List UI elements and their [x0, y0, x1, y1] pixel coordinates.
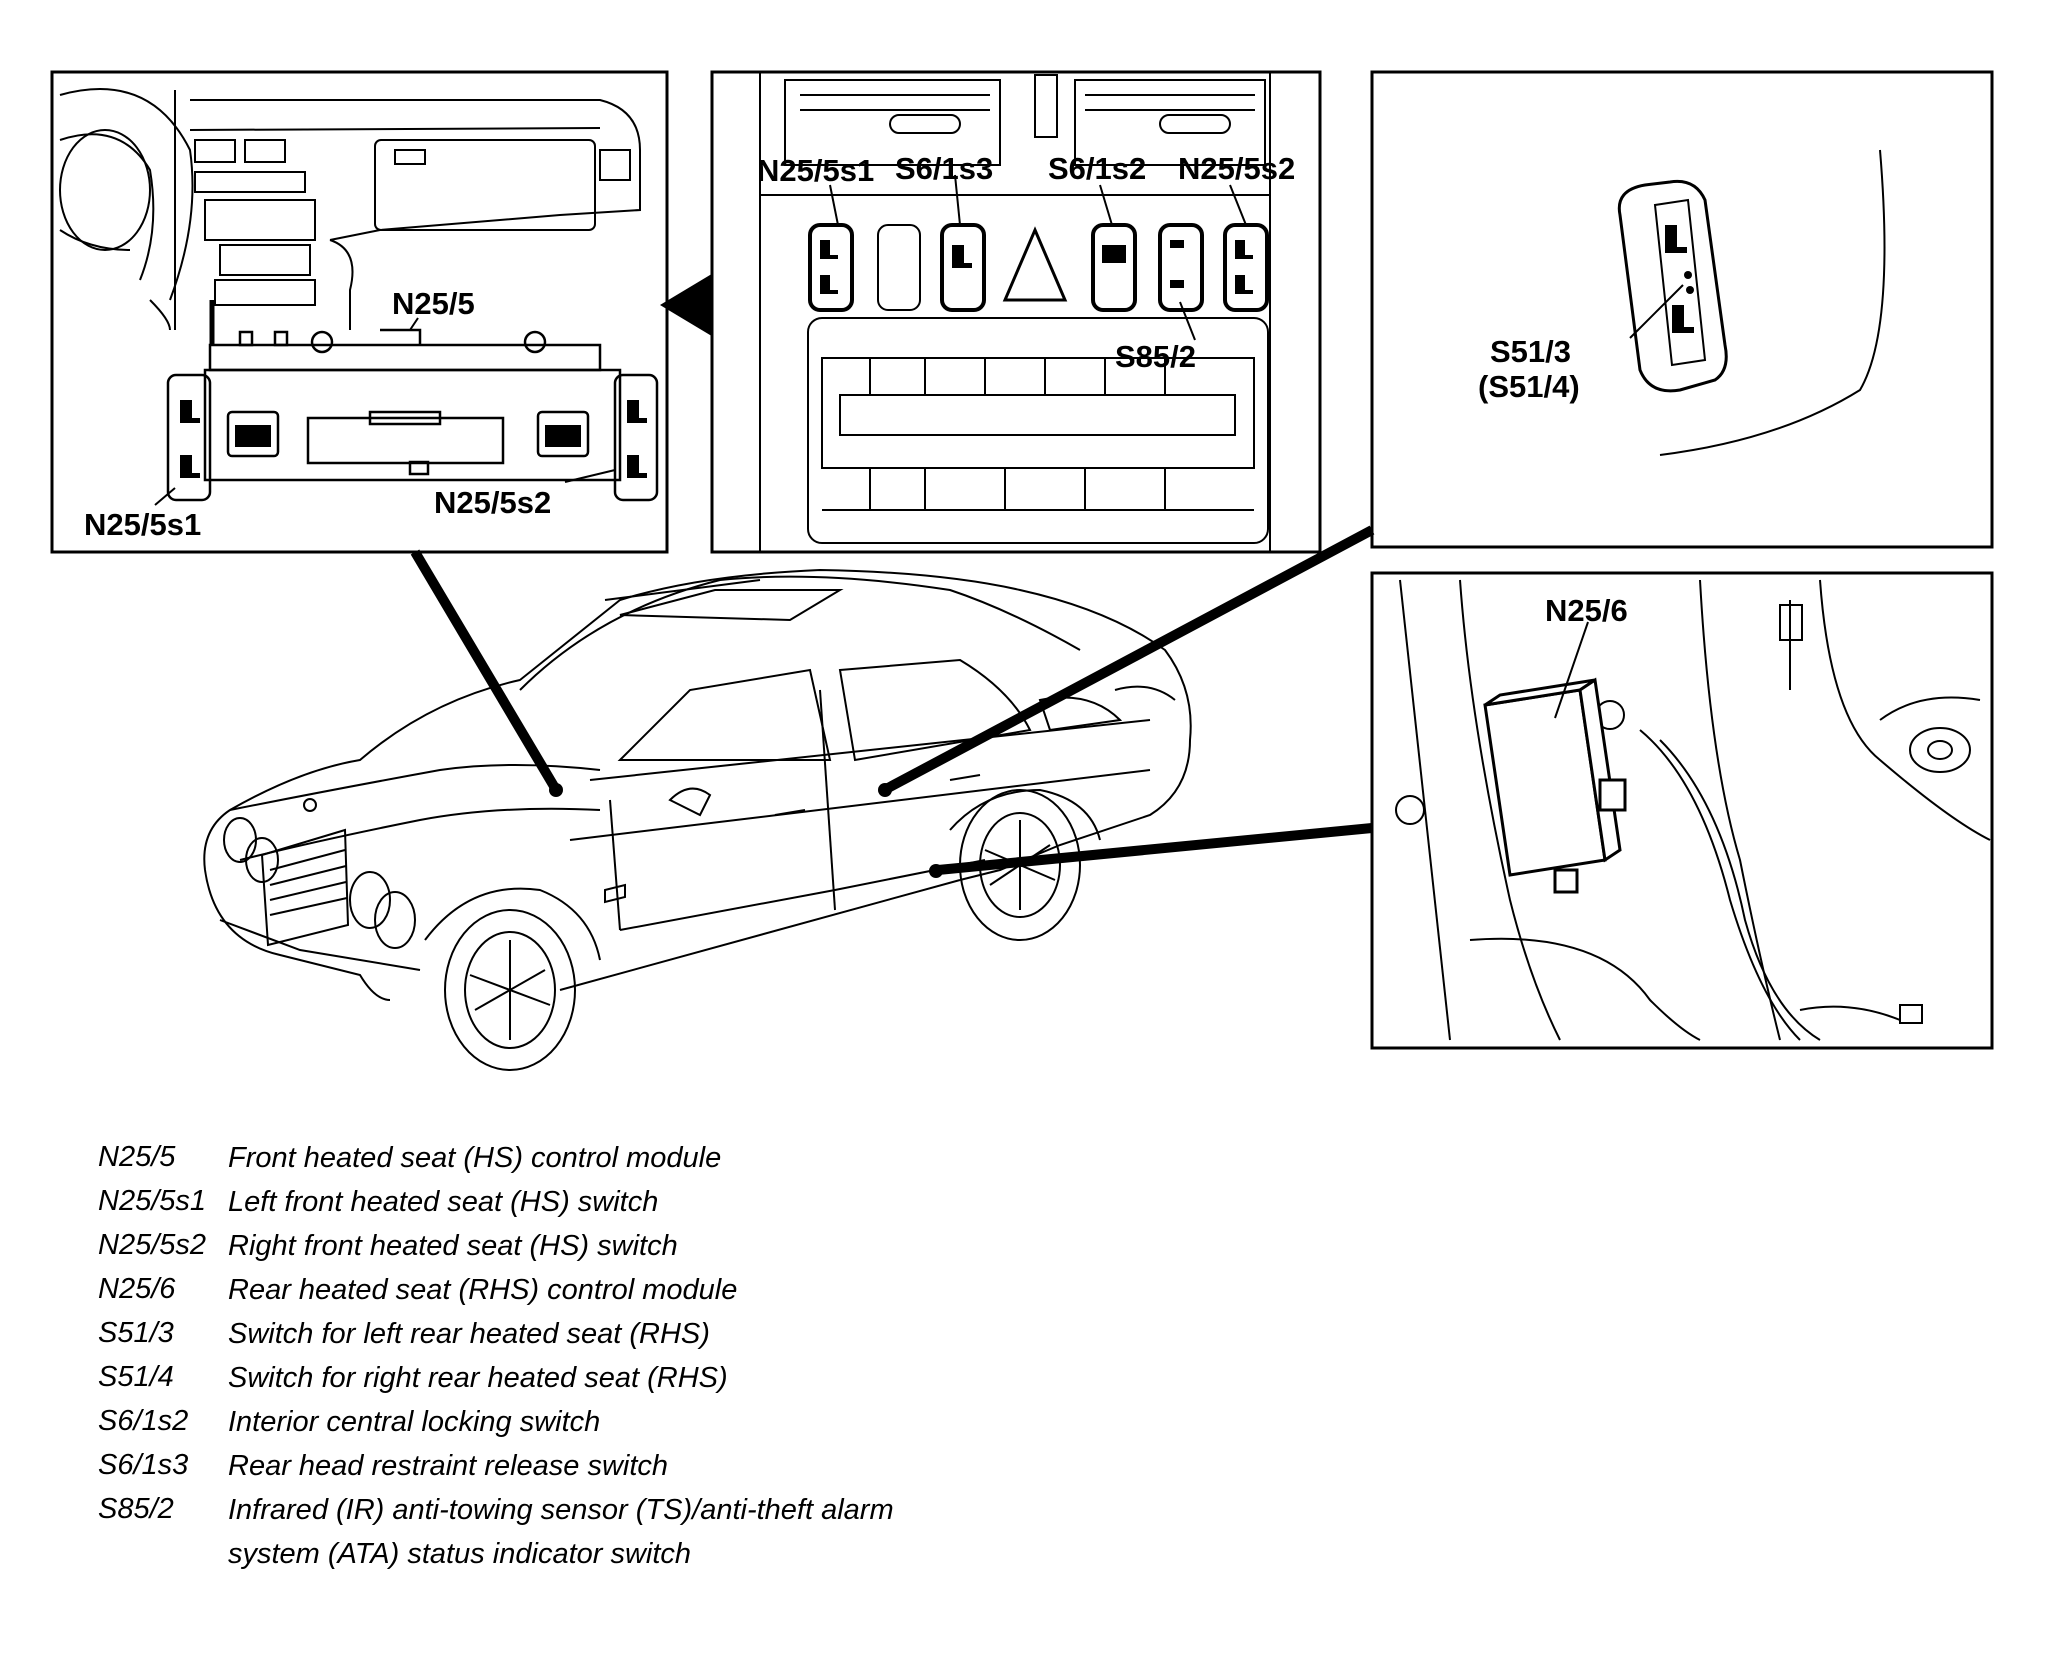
label-n25-5s1-overview: N25/5s1: [84, 507, 201, 542]
label-s51-3: S51/3: [1490, 334, 1571, 369]
legend-row: S51/4 Switch for right rear heated seat …: [98, 1360, 894, 1404]
legend-row: N25/5s1 Left front heated seat (HS) swit…: [98, 1184, 894, 1228]
car-illustration: [203, 568, 1192, 1071]
label-n25-6: N25/6: [1545, 593, 1628, 628]
front-hs-module-illustration: [166, 328, 659, 502]
legend-description: Rear head restraint release switch: [228, 1450, 669, 1482]
label-s85-2: S85/2: [1115, 339, 1196, 374]
legend-row: N25/6 Rear heated seat (RHS) control mod…: [98, 1272, 894, 1316]
panel-rear-module: N25/6: [1370, 571, 1994, 1050]
legend-row: N25/5 Front heated seat (HS) control mod…: [98, 1140, 894, 1184]
legend-description: Interior central locking switch: [228, 1406, 601, 1438]
console-leader-lines: [829, 174, 1247, 341]
console-switch-glyphs: [820, 240, 1253, 294]
label-s6-1s3: S6/1s3: [895, 151, 993, 186]
legend: N25/5 Front heated seat (HS) control mod…: [98, 1140, 894, 1580]
rear-switch-glyphs: [1665, 225, 1694, 333]
legend-description: Rear heated seat (RHS) control module: [228, 1274, 738, 1306]
left-arrow-icon: [660, 272, 715, 338]
legend-code: S85/2: [98, 1493, 174, 1525]
legend-code: N25/5s1: [98, 1185, 207, 1217]
label-n25-5s2-overview: N25/5s2: [434, 485, 551, 520]
label-n25-5s2-console: N25/5s2: [1178, 151, 1295, 186]
legend-description: Front heated seat (HS) control module: [228, 1142, 722, 1174]
legend-code: N25/6: [98, 1273, 176, 1305]
label-n25-5s1-console: N25/5s1: [757, 153, 874, 188]
label-s51-4: (S51/4): [1478, 369, 1580, 404]
legend-description: Left front heated seat (HS) switch: [228, 1186, 659, 1218]
legend-row: S85/2 Infrared (IR) anti-towing sensor (…: [98, 1492, 894, 1536]
legend-code: N25/5s2: [98, 1229, 207, 1261]
legend-description: Infrared (IR) anti-towing sensor (TS)/an…: [228, 1494, 894, 1526]
pointer-lines: [410, 525, 1375, 875]
legend-description: Switch for left rear heated seat (RHS): [228, 1318, 710, 1350]
rear-module-illustration: [1395, 579, 1991, 1041]
panel-center-console: N25/5s1 S6/1s3 S6/1s2 N25/5s2 S85/2: [710, 70, 1322, 554]
legend-code: S6/1s2: [98, 1405, 189, 1437]
legend-row: S6/1s3 Rear head restraint release switc…: [98, 1448, 894, 1492]
legend-description: Switch for right rear heated seat (RHS): [228, 1362, 728, 1394]
panel-dash-overview: N25/5 N25/5s1 N25/5s2: [50, 70, 669, 554]
legend-row: system (ATA) status indicator switch: [98, 1536, 894, 1580]
legend-description-continued: system (ATA) status indicator switch: [228, 1538, 692, 1570]
legend-row: S51/3 Switch for left rear heated seat (…: [98, 1316, 894, 1360]
console-illustration: [759, 72, 1271, 552]
legend-code: S6/1s3: [98, 1449, 189, 1481]
rear-switch-illustration: [1617, 149, 1886, 456]
legend-description: Right front heated seat (HS) switch: [228, 1230, 678, 1262]
pointer-dots: [549, 783, 943, 878]
legend-row: S6/1s2 Interior central locking switch: [98, 1404, 894, 1448]
legend-code: N25/5: [98, 1141, 176, 1173]
steering-wheel-illustration: [59, 88, 641, 331]
legend-row: N25/5s2 Right front heated seat (HS) swi…: [98, 1228, 894, 1272]
label-n25-5: N25/5: [392, 286, 475, 321]
label-s6-1s2: S6/1s2: [1048, 151, 1146, 186]
rear-hs-module-box: [1483, 677, 1627, 894]
panel-rear-switch: S51/3 (S51/4): [1370, 70, 1994, 549]
legend-code: S51/3: [98, 1317, 174, 1349]
legend-code: S51/4: [98, 1361, 174, 1393]
seat-switch-glyphs: [180, 400, 647, 478]
